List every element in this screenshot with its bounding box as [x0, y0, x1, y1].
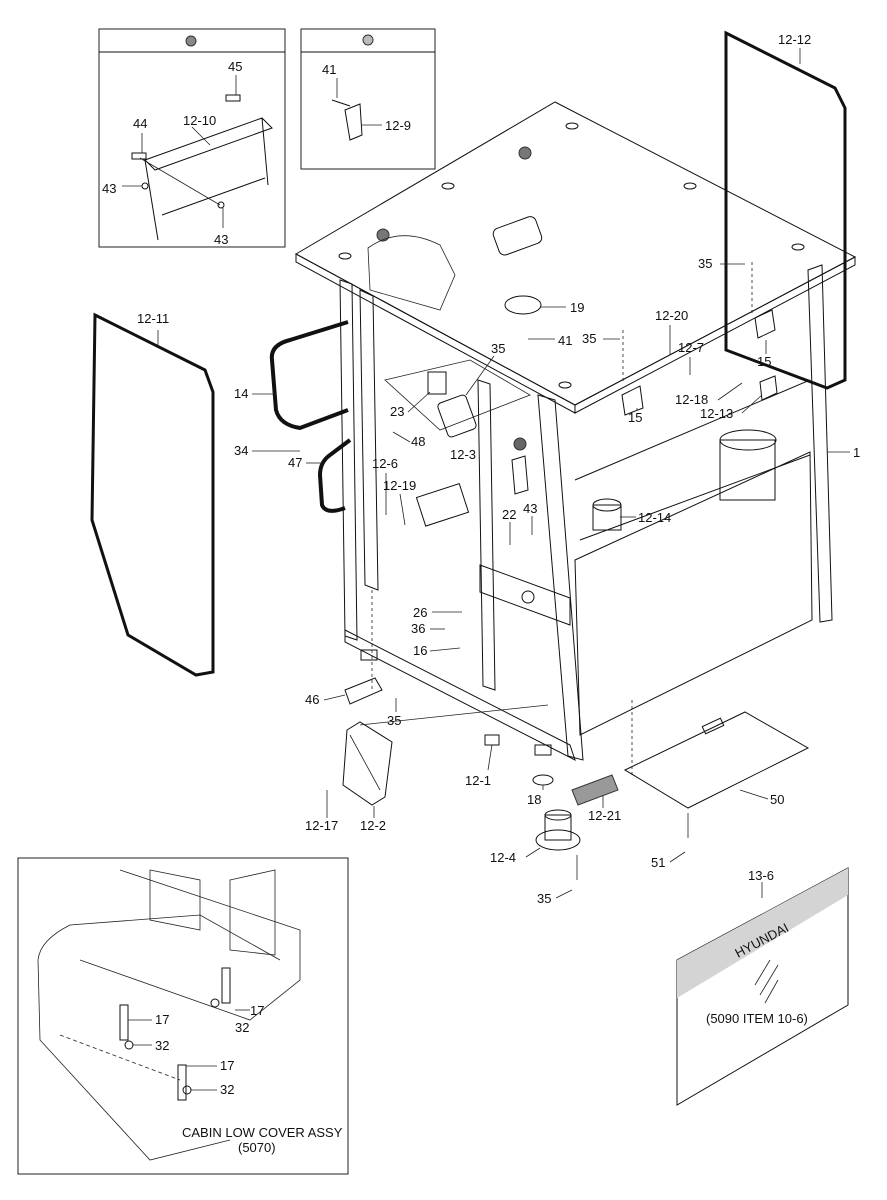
label-43b: 43 — [214, 232, 228, 247]
cabin-body — [269, 101, 857, 762]
label-17c: 17 — [220, 1058, 234, 1073]
label-12-12: 12-12 — [778, 32, 811, 47]
label-12-20: 12-20 — [655, 308, 688, 323]
label-12-9: 12-9 — [385, 118, 411, 133]
label-36: 36 — [411, 621, 425, 636]
label-12-21: 12-21 — [588, 808, 621, 823]
label-35a: 35 — [491, 341, 505, 356]
label-12-10: 12-10 — [183, 113, 216, 128]
label-32b: 32 — [155, 1038, 169, 1053]
label-32c: 32 — [220, 1082, 234, 1097]
inset-bottom-left: 17 32 17 32 17 32 CABIN LOW COVER ASSY (… — [17, 857, 349, 1175]
label-35b: 35 — [582, 331, 596, 346]
label-12-6: 12-6 — [372, 456, 398, 471]
label-23: 23 — [390, 404, 404, 419]
label-14: 14 — [234, 386, 248, 401]
glass-note: (5090 ITEM 10-6) — [706, 1011, 808, 1026]
label-48: 48 — [411, 434, 425, 449]
callouts: 12-12 12-11 14 34 47 35 19 41 35 12-20 1… — [137, 32, 860, 906]
glass-panel-13-6: 13-6 HYUNDAI (5090 ITEM 10-6) — [676, 867, 849, 1106]
label-41-main: 41 — [558, 333, 572, 348]
inset-top-middle: 41 12-9 — [300, 28, 436, 170]
label-12-7: 12-7 — [678, 340, 704, 355]
label-18: 18 — [527, 792, 541, 807]
label-44: 44 — [133, 116, 147, 131]
label-45: 45 — [228, 59, 242, 74]
label-35c: 35 — [387, 713, 401, 728]
label-19: 19 — [570, 300, 584, 315]
glass-12-11 — [90, 312, 215, 677]
label-34: 34 — [234, 443, 248, 458]
lower-parts — [342, 677, 810, 880]
label-12-3: 12-3 — [450, 447, 476, 462]
label-12-2: 12-2 — [360, 818, 386, 833]
label-43a: 43 — [102, 181, 116, 196]
label-12-17: 12-17 — [305, 818, 338, 833]
label-12-11: 12-11 — [137, 311, 169, 326]
glass-12-12 — [724, 30, 847, 390]
label-12-13: 12-13 — [700, 406, 733, 421]
label-15b: 15 — [628, 410, 642, 425]
label-12-18: 12-18 — [675, 392, 708, 407]
label-12-1: 12-1 — [465, 773, 491, 788]
label-17a: 17 — [250, 1003, 264, 1018]
low-cover-code: (5070) — [238, 1140, 276, 1155]
label-15a: 15 — [757, 354, 771, 369]
label-41: 41 — [322, 62, 336, 77]
svg-text:35: 35 — [698, 256, 712, 271]
label-50: 50 — [770, 792, 784, 807]
label-12-4: 12-4 — [490, 850, 516, 865]
label-12-19: 12-19 — [383, 478, 416, 493]
label-43-main: 43 — [523, 501, 537, 516]
label-32a: 32 — [235, 1020, 249, 1035]
label-51: 51 — [651, 855, 665, 870]
label-13-6: 13-6 — [748, 868, 774, 883]
label-26: 26 — [413, 605, 427, 620]
label-47: 47 — [288, 455, 302, 470]
low-cover-caption: CABIN LOW COVER ASSY — [182, 1125, 343, 1140]
label-46: 46 — [305, 692, 319, 707]
label-12-14: 12-14 — [638, 510, 671, 525]
label-16: 16 — [413, 643, 427, 658]
label-17b: 17 — [155, 1012, 169, 1027]
label-1: 1 — [853, 445, 860, 460]
label-22: 22 — [502, 507, 516, 522]
inset-top-left: 45 44 12-10 43 43 — [98, 28, 286, 248]
label-35d: 35 — [537, 891, 551, 906]
